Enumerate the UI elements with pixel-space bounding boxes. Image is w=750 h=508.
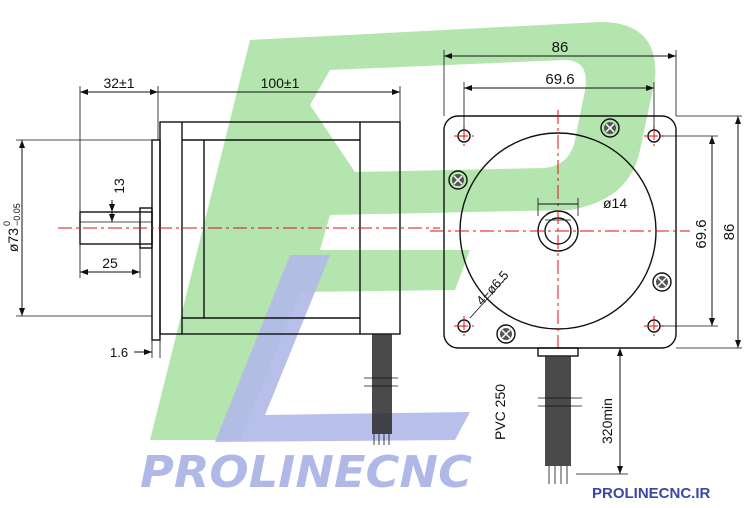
side-cable-leads — [373, 434, 390, 445]
watermark-text: PROLINECNC — [140, 447, 472, 498]
dim-body-length: 100±1 — [261, 75, 300, 91]
watermark-logo: PROLINECNC — [140, 22, 656, 498]
dim-flange-thickness: 1.6 — [110, 345, 128, 360]
dim-shaft-length: 32±1 — [103, 75, 134, 91]
front-plate — [443, 115, 677, 349]
dim-diameter-tol-upper: 0 — [2, 221, 12, 226]
watermark-green-shape — [150, 22, 656, 440]
flange-plate — [151, 139, 161, 341]
watermark-blue-shape — [215, 255, 470, 442]
dim-diameter-tol-lower: −0.05 — [12, 203, 22, 226]
dim-hole-spacing-v: 69.6 — [693, 219, 710, 248]
dim-height-overall: 86 — [721, 224, 738, 241]
dim-flat-length: 25 — [102, 255, 118, 271]
dim-flat-depth: 13 — [111, 178, 127, 194]
side-view: 32±1 100±1 ø73 0 −0.05 13 25 — [2, 75, 440, 445]
website-url: PROLINECNC.IR — [592, 485, 711, 502]
dim-shaft-dia: ø14 — [603, 195, 627, 211]
dim-diameter-base: ø73 — [5, 228, 21, 252]
side-cable-jacket — [372, 334, 392, 434]
front-cable-leads — [548, 466, 568, 484]
screws — [448, 118, 672, 344]
dim-width-overall: 86 — [552, 39, 569, 56]
front-cable-connector — [537, 347, 579, 357]
cable-label: PVC 250 — [492, 384, 508, 440]
dim-hole-spacing-h: 69.6 — [545, 71, 574, 88]
dim-lead-length: 320min — [599, 398, 615, 444]
front-cable-jacket — [545, 356, 571, 466]
